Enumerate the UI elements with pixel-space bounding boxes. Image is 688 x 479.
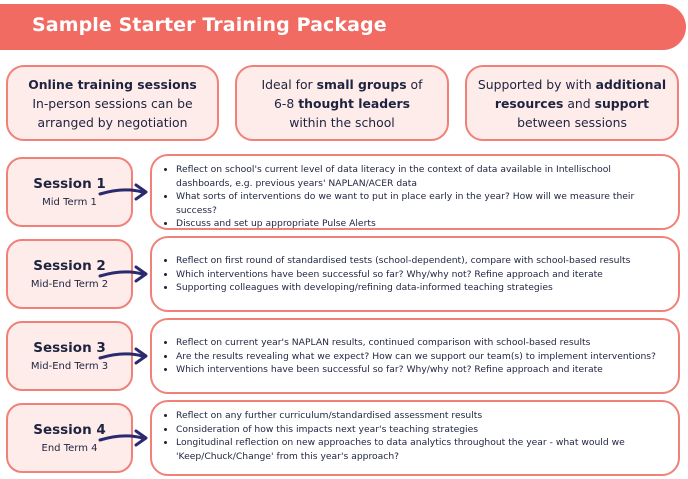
feature-line-1: Supported by with additional <box>478 75 666 94</box>
list-item: Longitudinal reflection on new approache… <box>176 436 668 463</box>
feature-bold-text: support <box>594 95 650 111</box>
feature-text: 6-8 <box>274 95 299 111</box>
bullet-list: Reflect on current year's NAPLAN results… <box>158 336 668 377</box>
feature-bold-text: thought leaders <box>298 95 410 111</box>
right-arrow-icon <box>98 429 148 447</box>
feature-line-1: Online training sessions <box>28 75 197 94</box>
page-title: Sample Starter Training Package <box>32 14 387 36</box>
bullet-list: Reflect on school's current level of dat… <box>158 163 668 231</box>
feature-text: and <box>563 95 595 111</box>
list-item: Reflect on school's current level of dat… <box>176 163 668 190</box>
feature-text: of <box>406 76 423 92</box>
session-term: Mid Term 1 <box>42 196 97 208</box>
feature-bold-text: Online training sessions <box>28 76 197 92</box>
right-arrow-icon <box>98 265 148 283</box>
session-title: Session 3 <box>33 339 106 356</box>
list-item: Discuss and set up appropriate Pulse Ale… <box>176 217 668 231</box>
feature-online-training: Online training sessions In-person sessi… <box>6 65 219 141</box>
list-item: Reflect on any further curriculum/standa… <box>176 409 668 423</box>
right-arrow-icon <box>98 347 148 365</box>
list-item: Are the results revealing what we expect… <box>176 350 668 364</box>
feature-text: Ideal for <box>261 76 317 92</box>
feature-additional-support: Supported by with additional resources a… <box>465 65 679 141</box>
session-3-box: Session 3 Mid-End Term 3 <box>6 321 133 391</box>
session-3-details: Reflect on current year's NAPLAN results… <box>150 318 680 394</box>
list-item: Supporting colleagues with developing/re… <box>176 281 668 295</box>
session-2-details: Reflect on first round of standardised t… <box>150 236 680 312</box>
session-term: End Term 4 <box>41 442 98 454</box>
list-item: Reflect on first round of standardised t… <box>176 254 668 268</box>
session-term: Mid-End Term 3 <box>30 360 109 372</box>
list-item: Consideration of how this impacts next y… <box>176 423 668 437</box>
session-1-details: Reflect on school's current level of dat… <box>150 154 680 230</box>
feature-line-3: arranged by negotiation <box>37 114 188 130</box>
bullet-list: Reflect on any further curriculum/standa… <box>158 409 668 463</box>
list-item: What sorts of interventions do we want t… <box>176 190 668 217</box>
session-4-details: Reflect on any further curriculum/standa… <box>150 400 680 476</box>
feature-small-groups: Ideal for small groups of 6-8 thought le… <box>235 65 449 141</box>
feature-line-1: Ideal for small groups of <box>262 75 423 94</box>
session-title: Session 2 <box>33 257 106 274</box>
session-title: Session 1 <box>33 175 106 192</box>
right-arrow-icon <box>98 183 148 201</box>
list-item: Which interventions have been successful… <box>176 363 668 377</box>
title-banner: Sample Starter Training Package <box>0 4 686 50</box>
session-title: Session 4 <box>33 421 106 438</box>
list-item: Reflect on current year's NAPLAN results… <box>176 336 668 350</box>
feature-line-2: In-person sessions can be <box>32 95 193 111</box>
feature-bold-text: additional <box>595 76 667 92</box>
feature-text: Supported by with <box>477 76 596 92</box>
list-item: Which interventions have been successful… <box>176 268 668 282</box>
feature-bold-text: small groups <box>316 76 407 92</box>
feature-line-3: within the school <box>289 114 395 130</box>
bullet-list: Reflect on first round of standardised t… <box>158 254 668 295</box>
feature-line-2: 6-8 thought leaders <box>274 94 410 113</box>
feature-bold-text: resources <box>494 95 564 111</box>
feature-line-2: resources and support <box>495 94 649 113</box>
feature-line-3: between sessions <box>517 114 627 130</box>
session-term: Mid-End Term 2 <box>30 278 109 290</box>
